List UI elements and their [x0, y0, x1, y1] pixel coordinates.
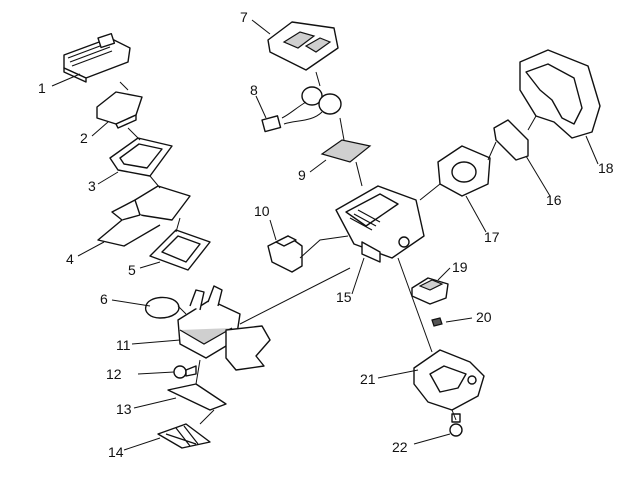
part-17-ring — [437, 145, 491, 197]
label-part-10: 10 — [254, 203, 270, 219]
part-22-screw — [449, 413, 463, 437]
part-18-hood — [519, 49, 601, 139]
label-part-13: 13 — [116, 401, 132, 417]
part-11-holder — [177, 285, 271, 371]
label-part-19: 19 — [452, 259, 468, 275]
part-2-block — [96, 91, 143, 129]
callout-labels: 1 2 3 4 5 6 11 12 13 14 7 8 9 10 15 16 1… — [38, 9, 614, 460]
part-6-cushion — [144, 296, 180, 319]
label-part-17: 17 — [484, 229, 500, 245]
label-part-22: 22 — [392, 439, 408, 455]
label-part-12: 12 — [106, 366, 122, 382]
assembly-guide-lines — [119, 71, 537, 425]
part-12-screw — [173, 365, 197, 379]
label-part-9: 9 — [298, 167, 306, 183]
label-part-4: 4 — [66, 251, 74, 267]
part-7-cover — [267, 21, 339, 71]
part-16-lens — [493, 119, 529, 161]
label-part-6: 6 — [100, 291, 108, 307]
label-part-18: 18 — [598, 160, 614, 176]
part-20-piece — [431, 317, 443, 327]
label-part-2: 2 — [80, 130, 88, 146]
label-part-15: 15 — [336, 289, 352, 305]
label-part-1: 1 — [38, 80, 46, 96]
part-15-main-holder — [335, 185, 425, 263]
part-8-cable — [261, 86, 342, 133]
part-21-bracket — [413, 349, 485, 411]
part-9-pad — [320, 139, 372, 163]
part-3-frame — [109, 137, 173, 177]
part-5-plate — [149, 229, 211, 271]
part-13-plate — [167, 383, 227, 411]
label-part-7: 7 — [240, 9, 248, 25]
part-19-block — [411, 277, 449, 305]
label-part-20: 20 — [476, 309, 492, 325]
label-part-8: 8 — [250, 82, 258, 98]
label-part-14: 14 — [108, 444, 124, 460]
label-part-5: 5 — [128, 262, 136, 278]
callout-leaders — [51, 19, 599, 451]
label-part-16: 16 — [546, 192, 562, 208]
label-part-21: 21 — [360, 371, 376, 387]
label-part-11: 11 — [116, 337, 131, 353]
label-part-3: 3 — [88, 178, 96, 194]
part-14-grid-plate — [157, 423, 211, 449]
part-1-connector — [63, 32, 131, 83]
part-10-bracket — [267, 235, 303, 273]
part-4-flex-circuit — [97, 185, 191, 247]
